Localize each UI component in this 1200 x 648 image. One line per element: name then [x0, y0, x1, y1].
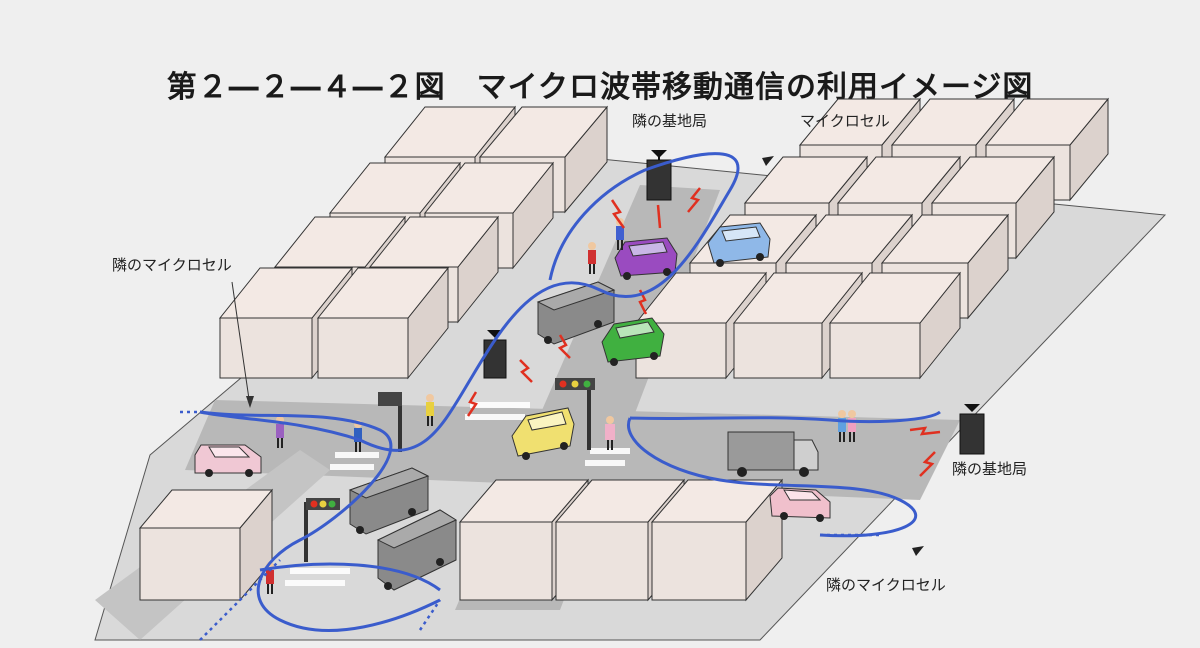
left-label-pointer — [231, 281, 251, 407]
microcell-boundary — [199, 410, 441, 632]
building-block — [828, 271, 962, 380]
pedestrian-icon — [848, 410, 856, 442]
label-bottom-microcell: 隣のマイクロセル — [826, 576, 946, 594]
car-icon — [511, 407, 575, 460]
pedestrian-icon — [426, 394, 434, 426]
label-right-base-station: 隣の基地局 — [952, 460, 1028, 478]
microcell-boundaries — [199, 152, 941, 632]
arrow-marker — [762, 156, 774, 166]
traffic-light-icon — [378, 392, 402, 452]
radio-waves — [466, 187, 941, 477]
pedestrian-icon — [838, 410, 846, 442]
car-icon — [769, 487, 831, 522]
label-left-microcell: 隣のマイクロセル — [112, 256, 232, 274]
microcell-boundary — [199, 152, 740, 452]
truck-icon — [727, 431, 819, 477]
crosswalks — [285, 402, 630, 586]
label-top-base-station: 隣の基地局 — [632, 112, 708, 130]
microcell-boundary — [627, 410, 941, 538]
base-station-icon — [646, 150, 672, 201]
car-icon — [707, 222, 771, 267]
traffic-light-icon — [555, 378, 595, 450]
cell-edge-dotted — [180, 410, 880, 641]
base-station-icon — [959, 404, 985, 455]
pedestrian-icon — [605, 416, 615, 450]
arrow-marker — [912, 546, 924, 556]
traffic-light-icon — [304, 498, 340, 562]
car-icon — [194, 444, 262, 477]
microcell-boundary — [259, 562, 441, 592]
building-block — [138, 488, 274, 602]
label-microcell: マイクロセル — [800, 112, 890, 130]
car-icon — [601, 317, 665, 366]
car-icon — [614, 237, 678, 280]
building-block — [316, 266, 450, 380]
pedestrian-icon — [588, 242, 596, 274]
